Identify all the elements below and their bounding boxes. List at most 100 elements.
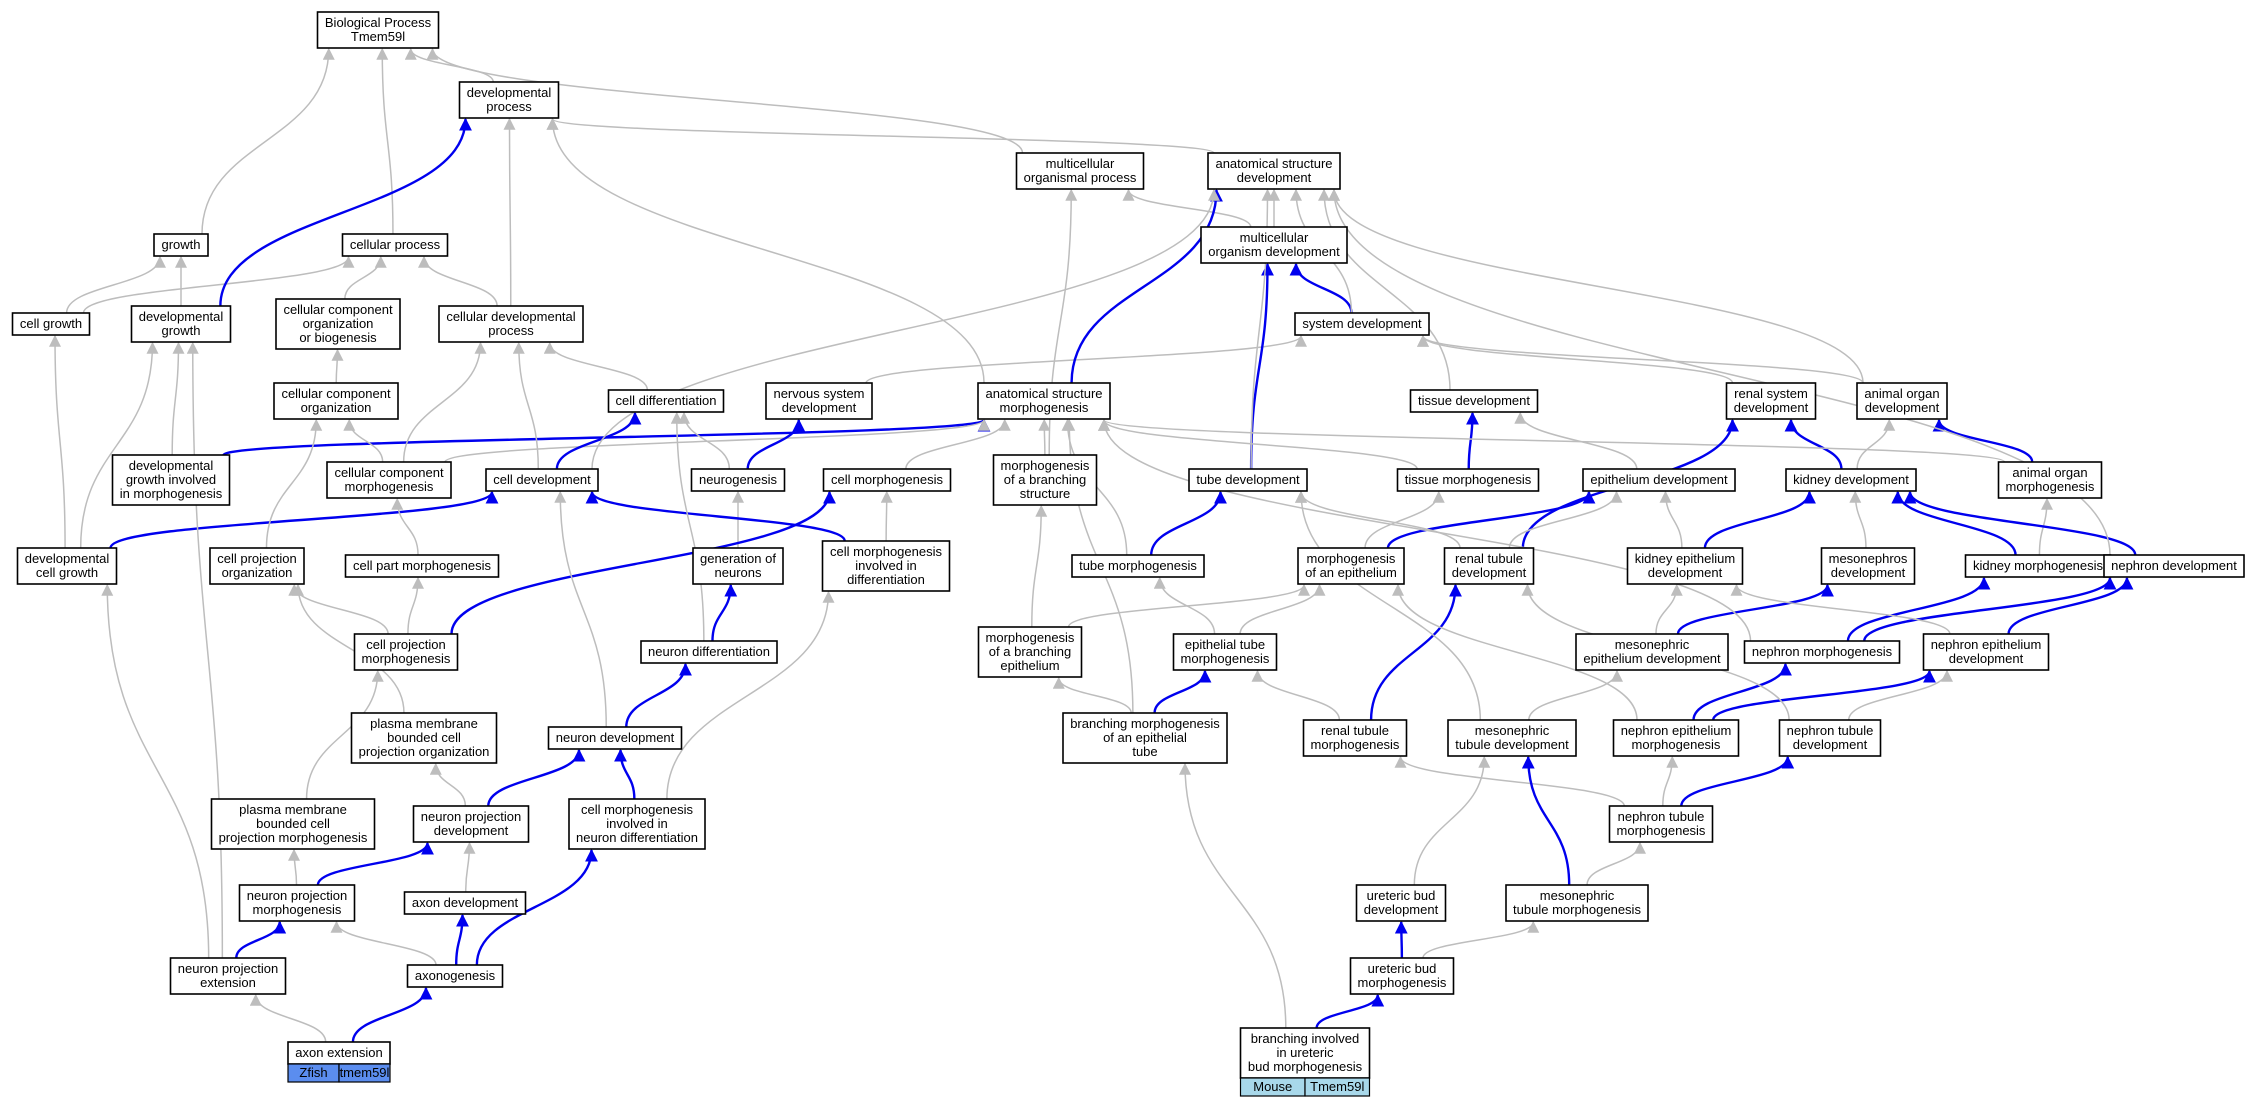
go-term-neurondev[interactable]: neuron development: [547, 726, 683, 750]
go-term-label: plasma membrane: [370, 716, 478, 731]
go-term-label: developmental: [129, 458, 214, 473]
is-a-edge-ccob-to-cellproc: [344, 255, 387, 300]
is-a-edge-ubd-to-mtd: [1413, 755, 1491, 886]
go-term-cpm_part[interactable]: cell part morphogenesis: [344, 554, 500, 578]
go-term-box: [1820, 547, 1916, 585]
is-a-edge-ubm-to-mtm: [1422, 920, 1540, 959]
go-term-box: [1355, 884, 1447, 922]
go-term-box: [326, 461, 452, 499]
go-term-label: generation of: [700, 551, 776, 566]
go-term-celldiff[interactable]: cell differentiation: [607, 389, 725, 413]
go-term-box: [273, 382, 399, 420]
go-term-axondev[interactable]: axon development: [403, 891, 527, 915]
go-term-box: [547, 726, 683, 750]
go-term-label: renal tubule: [1321, 723, 1389, 738]
go-term-neurogenesis[interactable]: neurogenesis: [690, 468, 786, 492]
go-term-celldev[interactable]: cell development: [485, 468, 599, 492]
go-term-nephrondev[interactable]: nephron development: [2103, 554, 2245, 578]
go-term-epidev[interactable]: epithelium development: [1582, 468, 1736, 492]
go-term-growth[interactable]: growth: [153, 233, 209, 257]
go-term-tubemorph[interactable]: tube morphogenesis: [1071, 554, 1205, 578]
is-a-edge-neurogenesis-to-celldiff: [678, 411, 731, 470]
go-term-tubedev[interactable]: tube development: [1188, 468, 1308, 492]
go-term-label: neurogenesis: [699, 472, 778, 487]
go-term-label: bounded cell: [256, 816, 330, 831]
is-a-edge-pmbcpm-to-cpm: [305, 669, 384, 800]
go-term-box: [130, 305, 232, 343]
go-term-kidneymorph[interactable]: kidney morphogenesis: [1964, 554, 2112, 578]
go-term-box: [458, 81, 560, 119]
go-term-tissuedev[interactable]: tissue development: [1409, 389, 1539, 413]
go-term-sysdev[interactable]: system development: [1294, 312, 1430, 336]
go-term-tissuemorph[interactable]: tissue morphogenesis: [1396, 468, 1540, 492]
go-term-axonogenesis[interactable]: axonogenesis: [406, 964, 504, 988]
go-term-axonext[interactable]: axon extension: [287, 1041, 391, 1065]
is-a-edge-mobs-to-asm: [1038, 418, 1051, 456]
go-term-kidneydev[interactable]: kidney development: [1785, 468, 1917, 492]
go-term-box: [1207, 152, 1341, 190]
go-term-cellproc[interactable]: cellular process: [341, 233, 449, 257]
go-term-box: [690, 468, 786, 492]
go-term-box: [692, 547, 784, 585]
go-term-label: Tmem59l: [351, 29, 405, 44]
go-term-label: multicellular: [1046, 156, 1115, 171]
part-of-edge-asm-to-asd: [1070, 188, 1223, 384]
go-term-cellmorph[interactable]: cell morphogenesis: [822, 468, 952, 492]
go-term-label: neuron differentiation: [648, 644, 770, 659]
go-term-label: Biological Process: [325, 15, 432, 30]
go-term-cellgrowth[interactable]: cell growth: [11, 312, 91, 336]
part-of-edge-mtm-to-mtd: [1521, 755, 1571, 886]
go-term-neurondiff[interactable]: neuron differentiation: [640, 640, 778, 664]
go-term-label: of an epithelium: [1305, 565, 1397, 580]
go-term-nephronmorph[interactable]: nephron morphogenesis: [1743, 640, 1901, 664]
